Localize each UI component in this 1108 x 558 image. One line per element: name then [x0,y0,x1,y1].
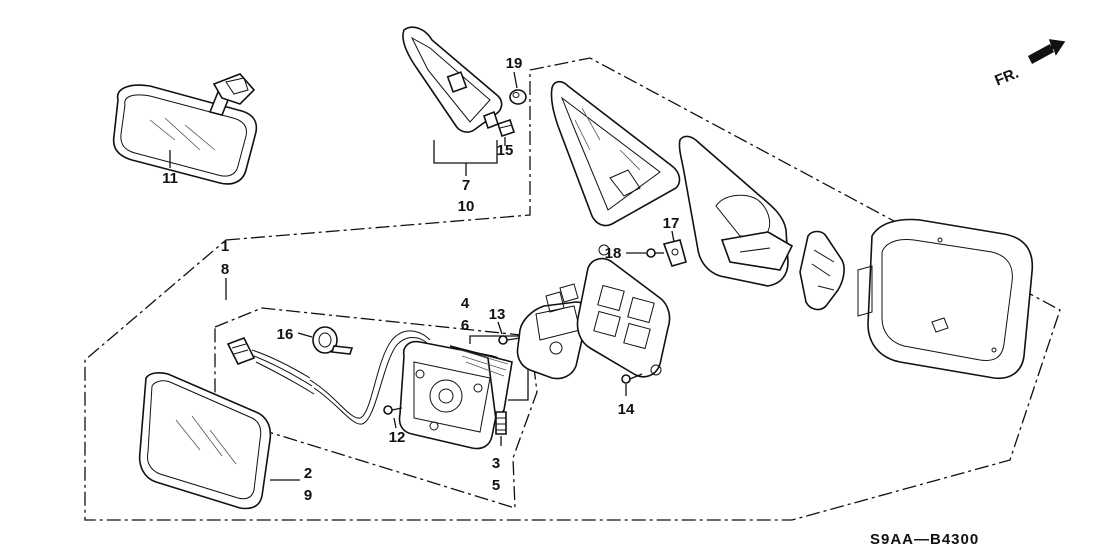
mirror-housing-cover [857,218,1034,380]
callout-8: 8 [221,261,229,278]
callout-12: 12 [389,429,406,446]
callout-15: 15 [497,142,514,159]
clip-15 [496,118,516,138]
callout-7: 7 [462,177,470,194]
wire-harness [226,330,431,425]
inner-garnish [402,26,503,133]
callout-14: 14 [618,401,635,418]
callout-19: 19 [506,55,523,72]
mirror-base-garnish [550,80,681,227]
callout-13: 13 [489,306,506,323]
callout-11: 11 [162,170,178,187]
mirror-mount [678,135,794,287]
screw-13 [498,335,521,345]
rear-view-mirror [112,73,258,185]
grommet-19 [509,89,527,105]
callout-16: 16 [277,326,294,343]
callout-17: 17 [663,215,680,232]
screw-3-5 [495,411,507,435]
callout-4: 4 [461,295,470,312]
mount-bracket [576,244,671,378]
clamp-16 [312,326,354,355]
mirror-actuator [398,340,513,450]
mirror-glass [138,372,272,510]
callout-18: 18 [605,245,622,262]
bracket-7-10 [433,140,498,164]
screw-14 [621,373,643,384]
screw-18 [646,248,664,258]
callout-1: 1 [221,238,229,255]
callout-6: 6 [461,317,469,334]
screw-12 [383,405,403,415]
diagram-code: S9AA—B4300 [870,531,979,548]
callout-5: 5 [492,477,500,494]
callout-10: 10 [458,198,475,215]
pivot-assembly [516,283,589,380]
callout-2: 2 [304,465,312,482]
assembly-outline [84,57,1061,521]
callout-3: 3 [492,455,500,472]
clamp-17 [662,239,687,267]
cover-clip [799,230,845,311]
front-arrow-icon [1028,39,1066,64]
front-direction-label: FR. [992,65,1021,90]
callout-9: 9 [304,487,312,504]
